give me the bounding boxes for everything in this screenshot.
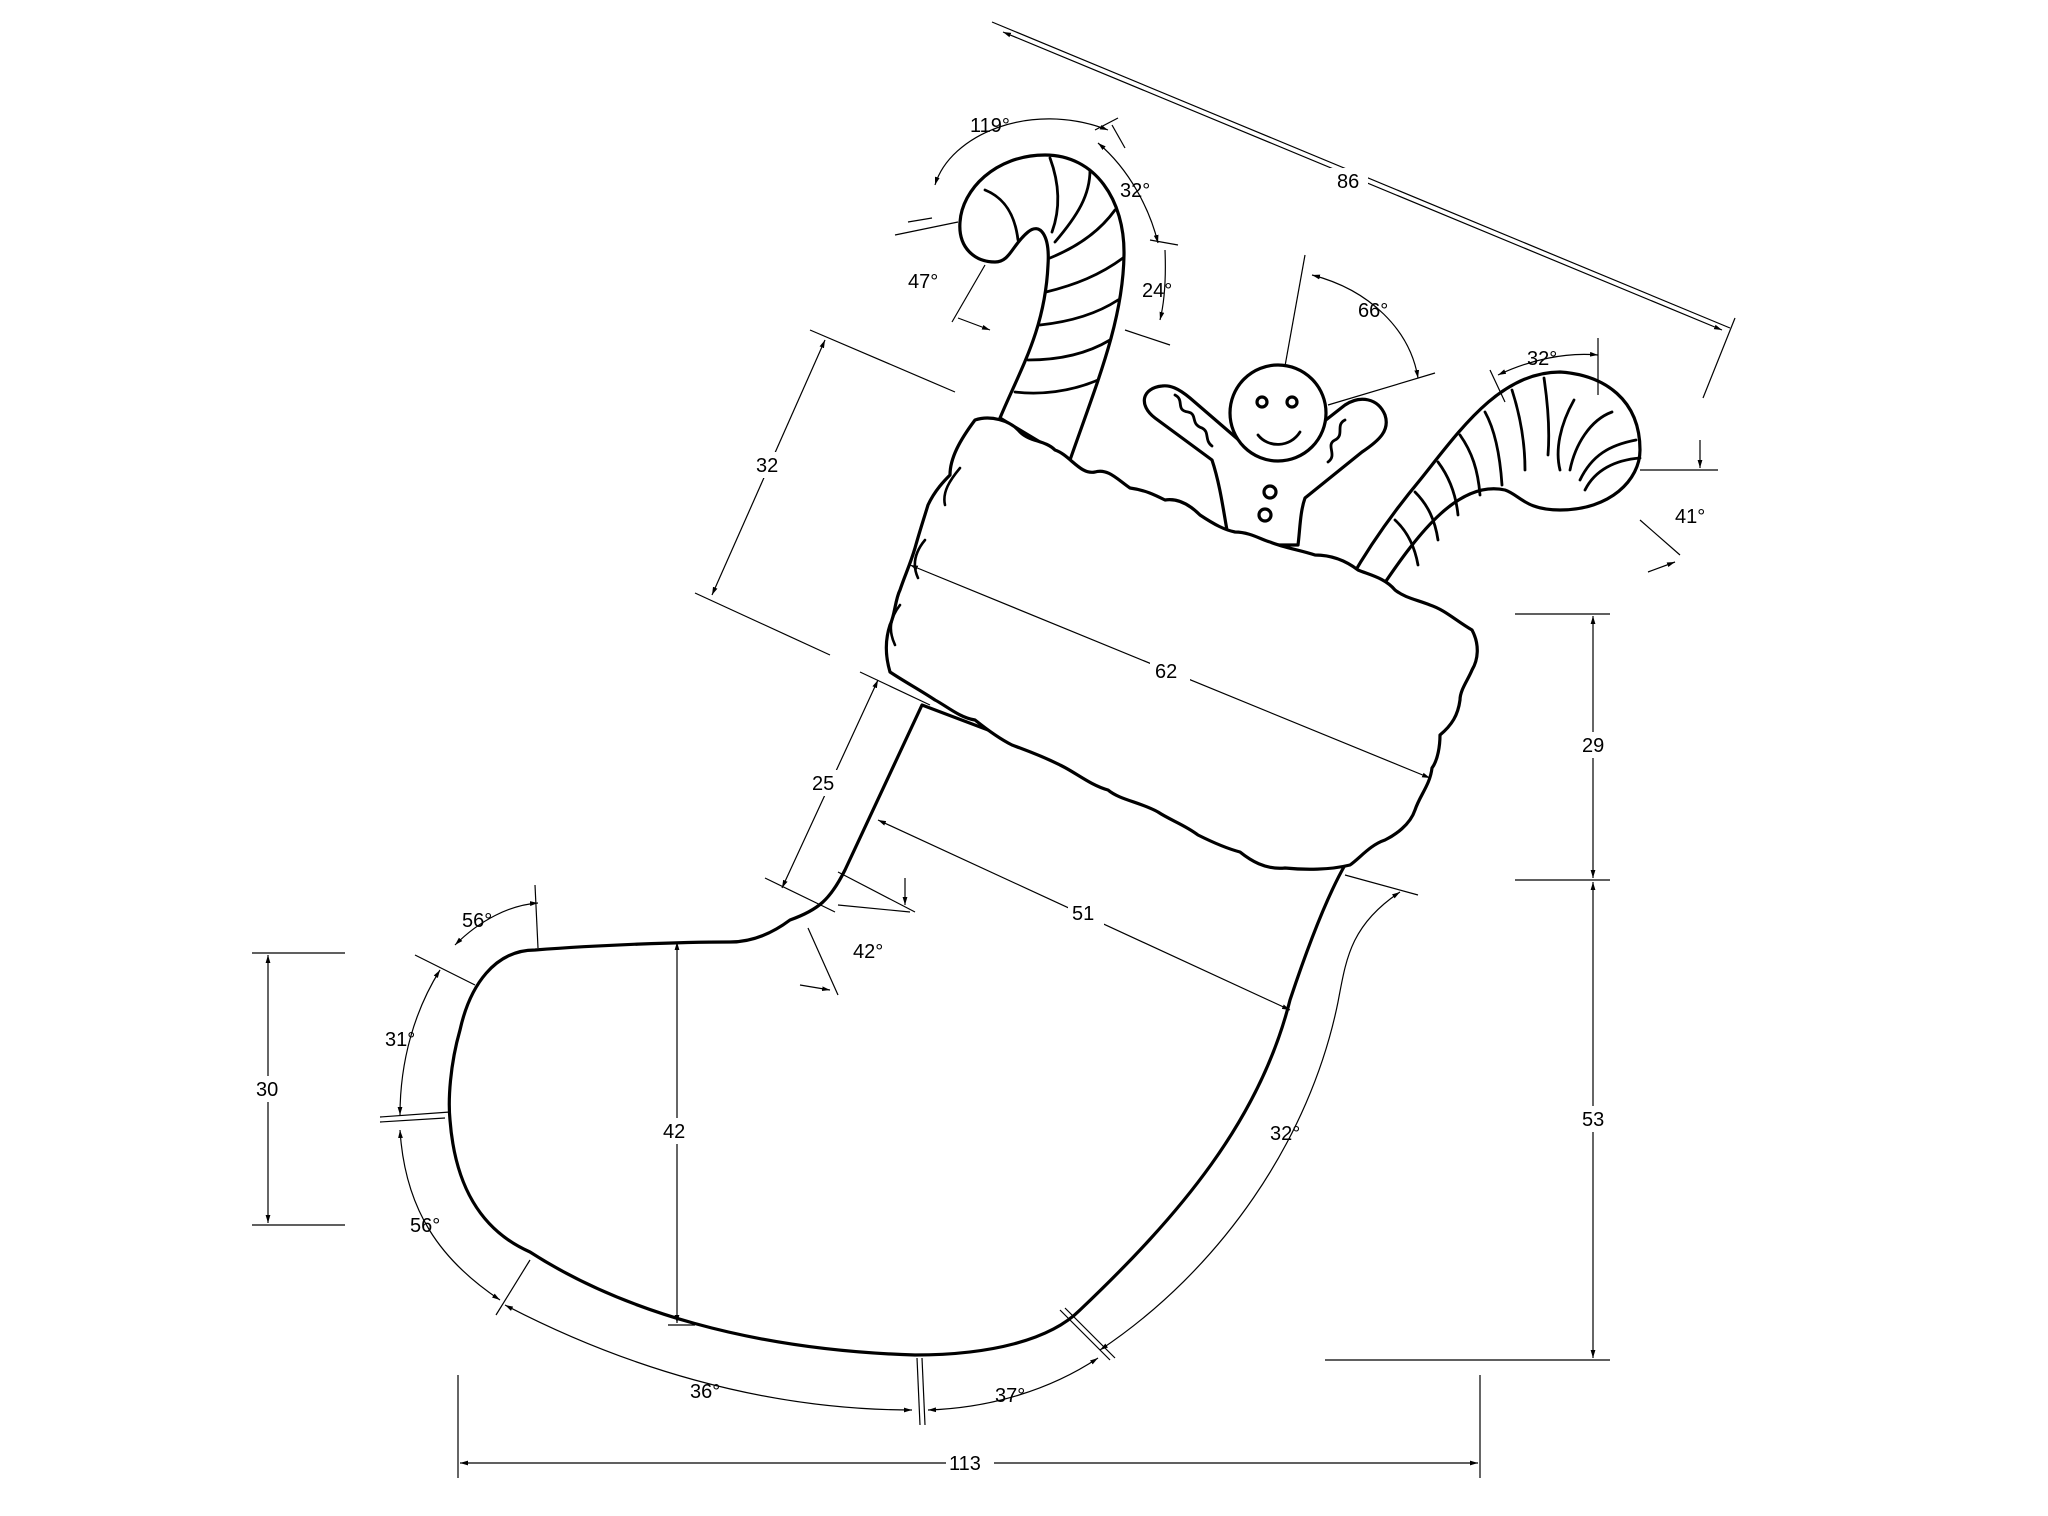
- gingerbread-button: [1257, 507, 1273, 523]
- dim-label-toe-front: 31°: [385, 1029, 415, 1051]
- dim-label-overall-width: 113: [949, 1453, 981, 1475]
- gingerbread-smile: [1256, 430, 1302, 446]
- dim-label-left-cane-tip: 47°: [908, 271, 938, 293]
- dim-label-heel-arc: 32°: [1270, 1123, 1300, 1145]
- dim-label-cuff-height: 32: [756, 455, 778, 477]
- dim-label-right-upper: 29: [1582, 735, 1604, 757]
- left-cane-stripe: [1013, 378, 1100, 395]
- gingerbread-eye: [1285, 395, 1299, 409]
- dim-label-right-cane-top: 32°: [1527, 348, 1557, 370]
- dim-label-ankle-width: 51: [1072, 903, 1094, 925]
- right-cane-stripe: [1483, 410, 1504, 487]
- left-candy-cane: [958, 153, 1126, 462]
- gingerbread-button: [1262, 484, 1278, 500]
- right-cane-stripe: [1568, 410, 1614, 472]
- dim-label-sole-right: 37°: [995, 1385, 1025, 1407]
- dim-label-sole-left: 36°: [690, 1381, 720, 1403]
- dim-label-cuff-width: 62: [1155, 661, 1177, 683]
- right-candy-cane: [1348, 370, 1642, 592]
- dim-label-gingerbread-tilt: 66°: [1358, 300, 1388, 322]
- left-cane-stripe: [1026, 338, 1112, 362]
- dim-label-leg: 25: [812, 773, 834, 795]
- gingerbread-right-icing: [1326, 418, 1347, 464]
- dim-label-left-cane-right-b: 24°: [1142, 280, 1172, 302]
- gingerbread-head: [1228, 363, 1328, 463]
- dim-label-toe-top: 56°: [462, 910, 492, 932]
- right-cane-stripe: [1578, 438, 1638, 482]
- right-cane-stripe: [1393, 518, 1420, 567]
- left-cane-body: [958, 153, 1126, 462]
- dim-label-right-lower: 53: [1582, 1109, 1604, 1131]
- dim-label-top-span: 86: [1337, 171, 1359, 193]
- dim-label-foot-depth: 42: [663, 1121, 685, 1143]
- gingerbread-eye: [1255, 395, 1269, 409]
- dim-label-toe-height: 30: [256, 1079, 278, 1101]
- right-cane-body: [1348, 370, 1642, 592]
- right-cane-stripe: [1556, 398, 1576, 472]
- dim-label-heel-inner: 42°: [853, 941, 883, 963]
- dimension-labels: 86 32 62 25 51 29 53 30 42 113 119° 47° …: [250, 115, 1705, 1476]
- gingerbread-left-icing: [1173, 393, 1214, 448]
- right-cane-stripe: [1436, 460, 1460, 517]
- right-cane-stripe: [1413, 490, 1440, 542]
- right-cane-stripe: [1542, 376, 1551, 457]
- dim-label-left-cane-right-a: 32°: [1120, 180, 1150, 202]
- right-cane-stripe: [1458, 433, 1482, 497]
- dim-label-toe-bottom: 56°: [410, 1215, 440, 1237]
- right-cane-stripe: [1583, 456, 1642, 492]
- right-cane-stripe: [1510, 388, 1527, 472]
- dim-label-right-cane-tip: 41°: [1675, 506, 1705, 528]
- gingerbread-man: [1142, 363, 1388, 547]
- dim-label-left-cane-hook: 119°: [970, 115, 1010, 137]
